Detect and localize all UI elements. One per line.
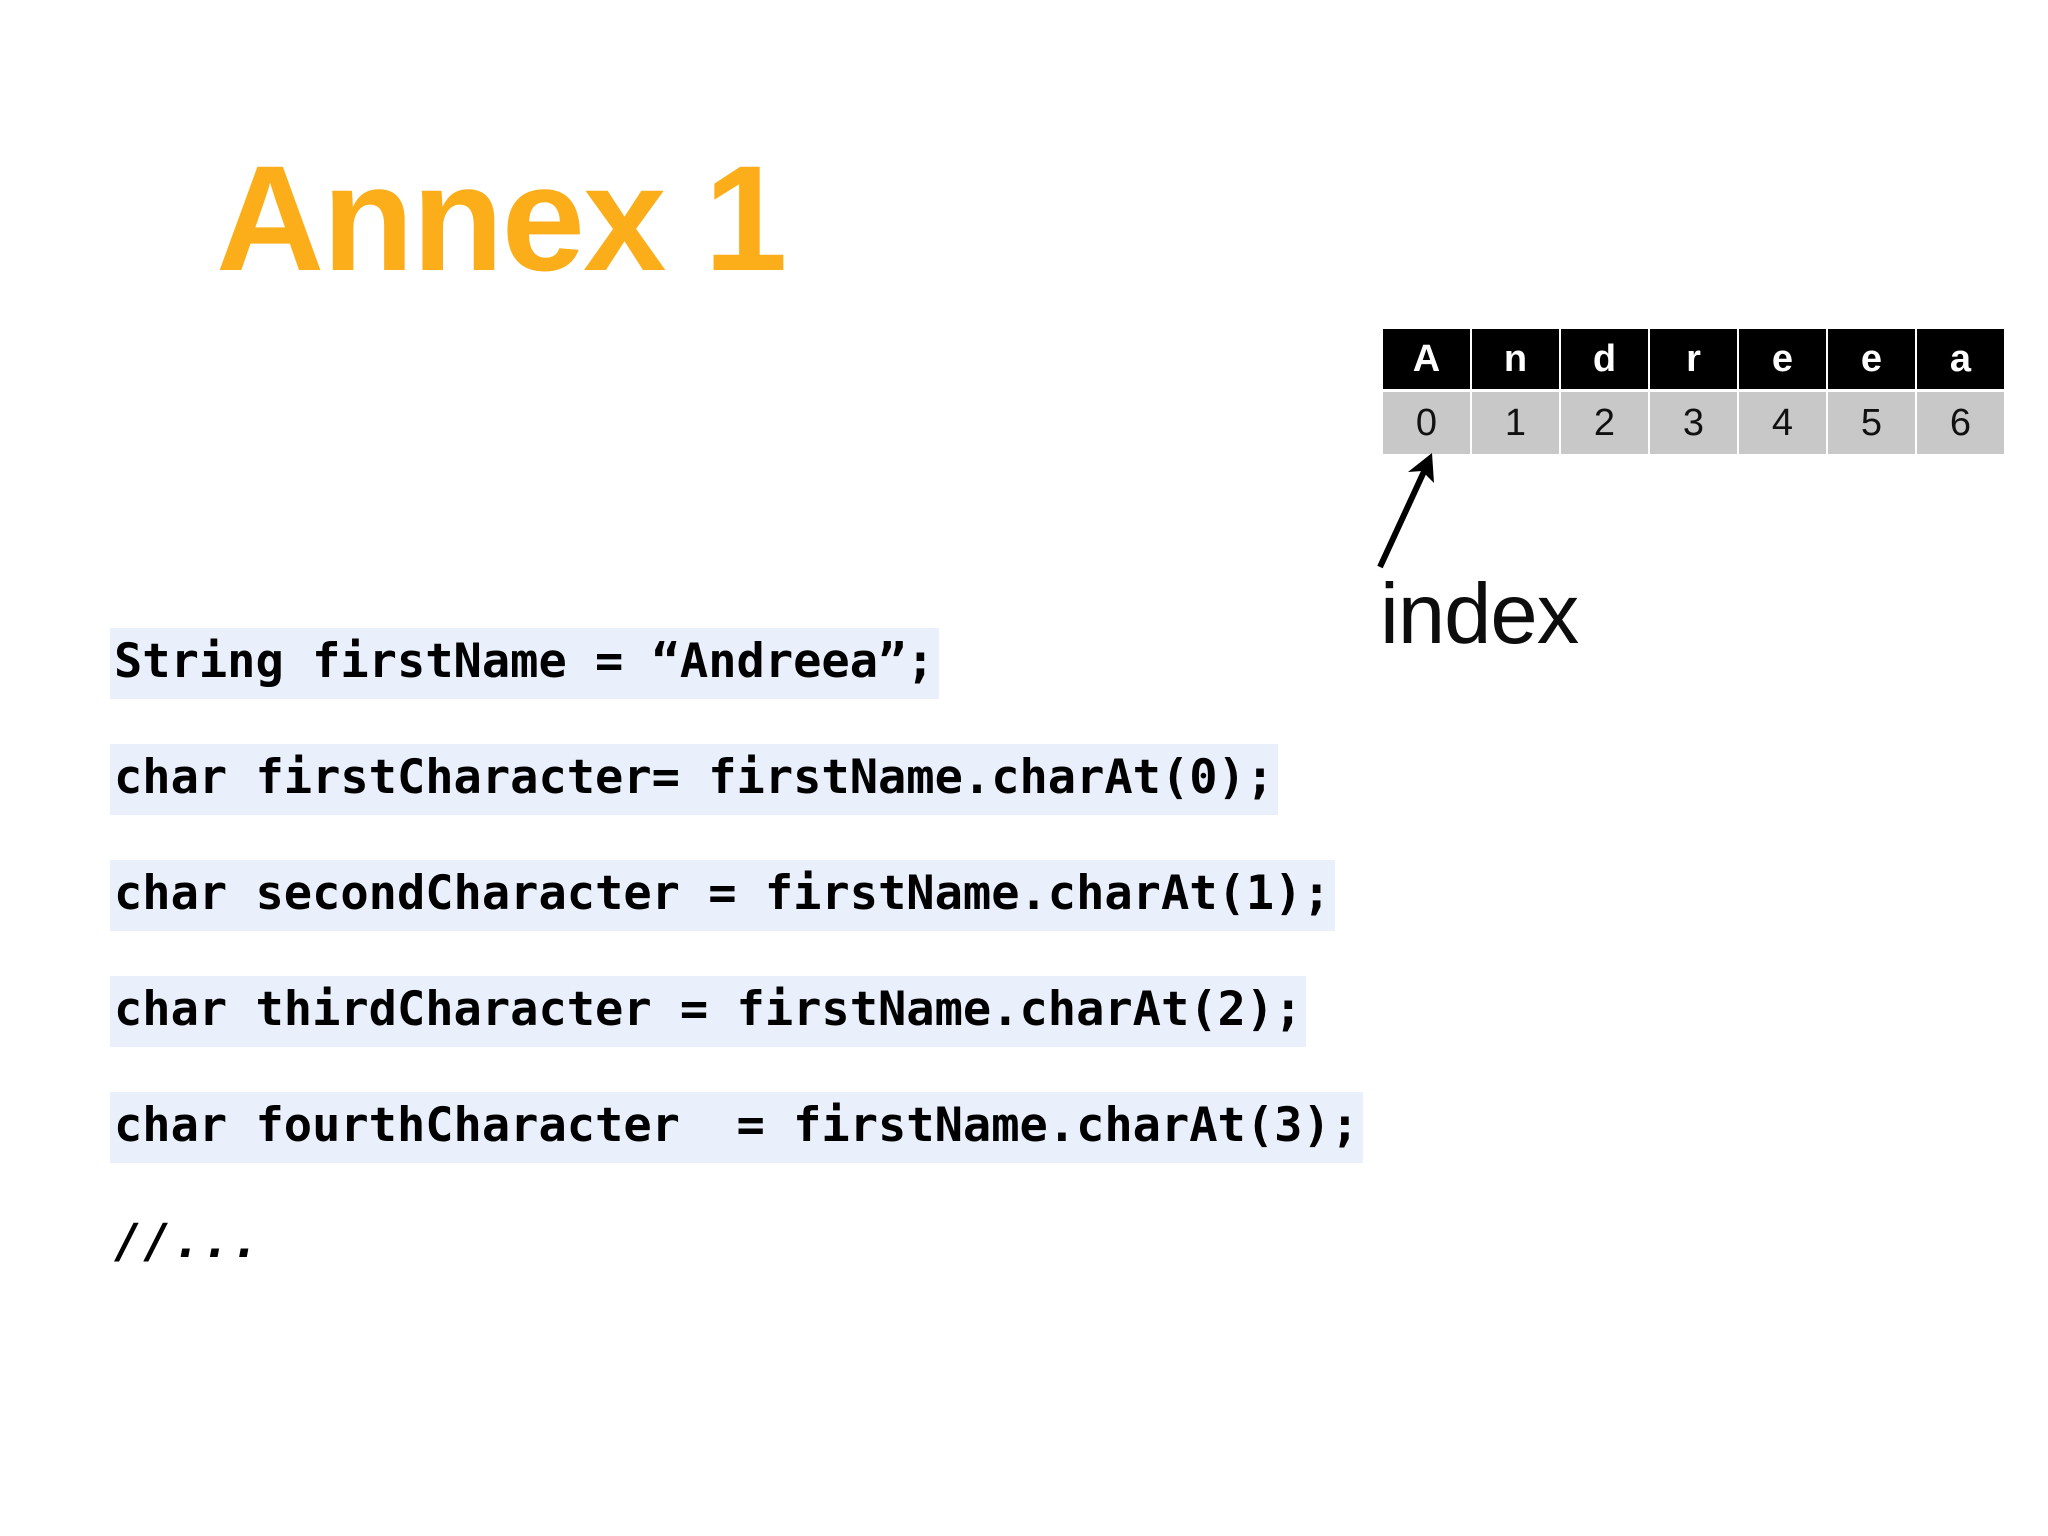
table-row-indices: 0 1 2 3 4 5 6 [1383, 392, 2004, 454]
char-cell-3: r [1650, 329, 1739, 392]
index-annotation-label: index [1380, 567, 1579, 662]
index-cell-1: 1 [1472, 392, 1561, 454]
index-cell-0: 0 [1383, 392, 1472, 454]
index-cell-6: 6 [1917, 392, 2004, 454]
code-line-3: char secondCharacter = firstName.charAt(… [110, 860, 1335, 931]
index-cell-2: 2 [1561, 392, 1650, 454]
char-cell-2: d [1561, 329, 1650, 392]
code-block: String firstName = “Andreea”; char first… [110, 628, 1364, 1324]
char-cell-4: e [1739, 329, 1828, 392]
code-line-2: char firstCharacter= firstName.charAt(0)… [110, 744, 1279, 815]
code-line-1: String firstName = “Andreea”; [110, 628, 939, 699]
table-row-characters: A n d r e e a [1383, 329, 2004, 392]
code-line-comment: //... [114, 1214, 261, 1269]
index-cell-3: 3 [1650, 392, 1739, 454]
code-line-4: char thirdCharacter = firstName.charAt(2… [110, 976, 1307, 1047]
char-cell-0: A [1383, 329, 1472, 392]
char-cell-1: n [1472, 329, 1561, 392]
code-line-5: char fourthCharacter = firstName.charAt(… [110, 1092, 1364, 1163]
page-title: Annex 1 [216, 134, 788, 302]
string-index-table: A n d r e e a 0 1 2 3 4 5 6 [1383, 329, 2004, 454]
char-cell-6: a [1917, 329, 2004, 392]
index-cell-4: 4 [1739, 392, 1828, 454]
char-cell-5: e [1828, 329, 1917, 392]
index-cell-5: 5 [1828, 392, 1917, 454]
arrow-up-right-icon [1377, 453, 1434, 569]
